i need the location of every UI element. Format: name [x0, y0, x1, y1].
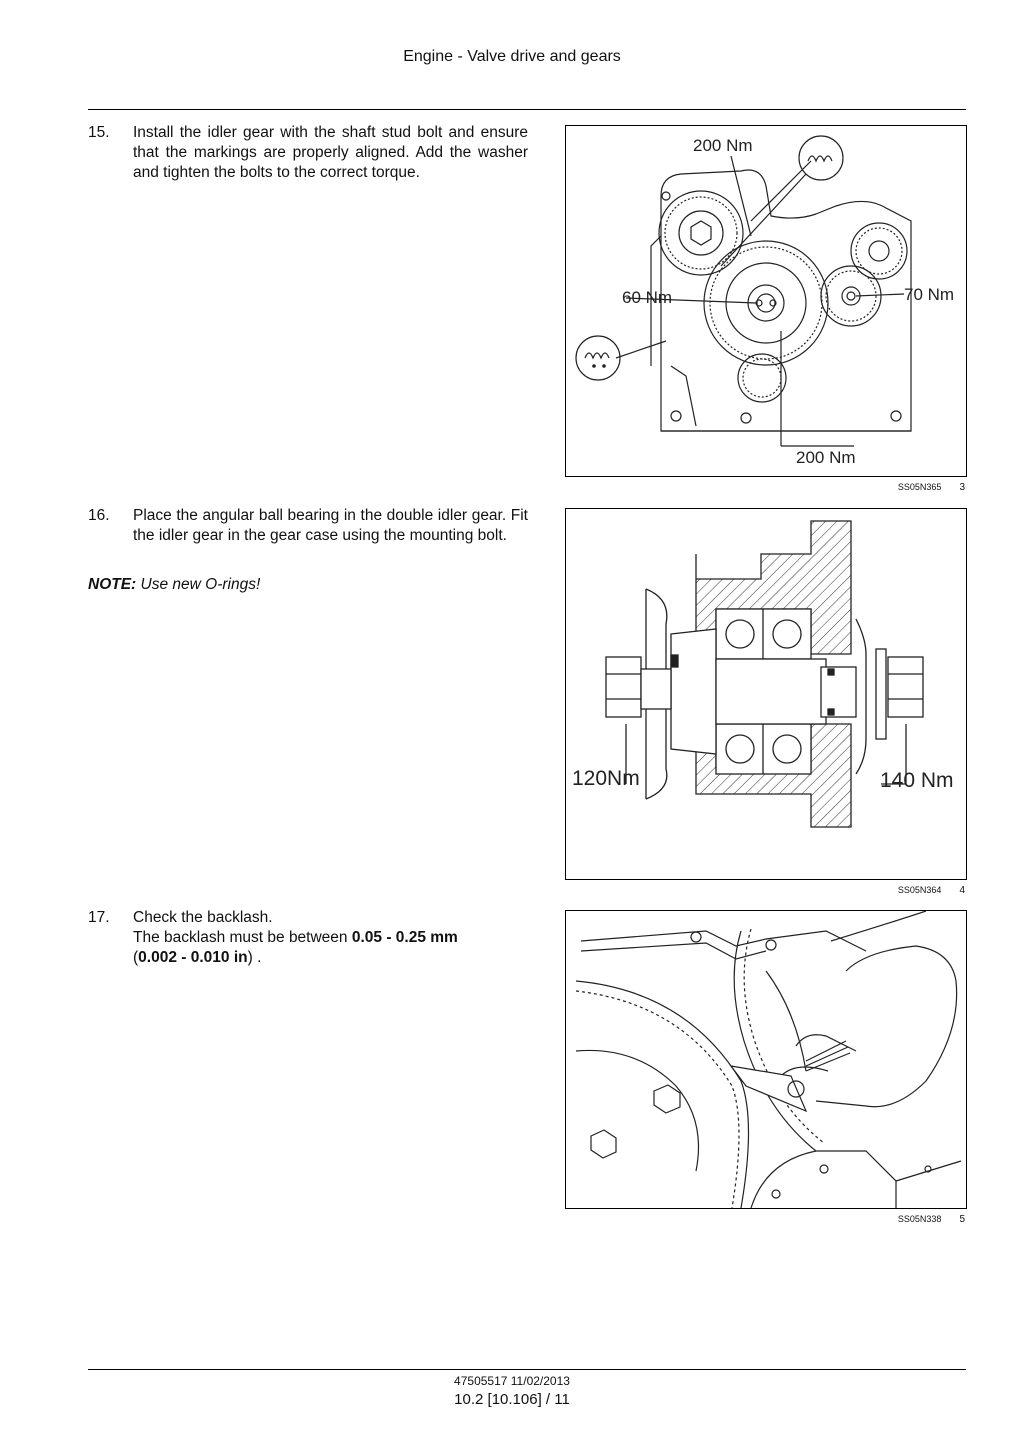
- step-number: 17.: [88, 909, 110, 926]
- figure-number: 3: [959, 482, 965, 493]
- figure-number: 5: [959, 1214, 965, 1225]
- torque-label-right: 140 Nm: [880, 769, 954, 792]
- backlash-mm: 0.05 - 0.25 mm: [351, 929, 458, 946]
- note: NOTE: Use new O-rings!: [88, 576, 260, 594]
- figure-gear-train: 200 Nm 60 Nm 70 Nm 200 Nm: [565, 125, 967, 477]
- torque-label-top: 200 Nm: [693, 136, 753, 155]
- step-16: 16. Place the angular ball bearing in th…: [88, 506, 528, 546]
- step-text: Place the angular ball bearing in the do…: [133, 507, 528, 544]
- figure-code: SS05N365: [897, 482, 942, 492]
- torque-label-left: 60 Nm: [622, 288, 672, 307]
- torque-label-right: 70 Nm: [904, 285, 954, 304]
- footer-page-number: 10.2 [10.106] / 11: [454, 1391, 570, 1408]
- gear-train-illustration: 200 Nm 60 Nm 70 Nm 200 Nm: [575, 135, 954, 467]
- step-17: 17. Check the backlash. The backlash mus…: [88, 908, 528, 968]
- step-line-3: (0.002 - 0.010 in) .: [133, 949, 262, 966]
- header-rule: [88, 109, 966, 110]
- note-label: NOTE:: [88, 576, 137, 593]
- figure-bearing-section: 120Nm 140 Nm: [565, 508, 967, 880]
- step-text: Check the backlash. The backlash must be…: [133, 908, 528, 968]
- torque-label-bottom: 200 Nm: [796, 448, 856, 467]
- step-number: 15.: [88, 124, 110, 141]
- figure-caption-4: SS05N364 4: [565, 885, 965, 896]
- step-number: 16.: [88, 507, 110, 524]
- torque-label-left: 120Nm: [572, 767, 640, 790]
- figure-backlash-check: [565, 910, 967, 1209]
- step-line-2: The backlash must be between 0.05 - 0.25…: [133, 929, 458, 946]
- figure-caption-3: SS05N365 3: [565, 482, 965, 493]
- step-15: 15. Install the idler gear with the shaf…: [88, 123, 528, 183]
- step-line-1: Check the backlash.: [133, 909, 273, 926]
- figure-code: SS05N364: [897, 885, 942, 895]
- note-text: Use new O-rings!: [140, 576, 261, 593]
- backlash-check-illustration: [575, 911, 962, 1208]
- footer-doc-id: 47505517 11/02/2013: [454, 1374, 570, 1388]
- backlash-in: 0.002 - 0.010 in: [138, 949, 248, 966]
- footer-rule: [88, 1369, 966, 1370]
- step-text: Install the idler gear with the shaft st…: [133, 124, 528, 181]
- bearing-section-illustration: 120Nm 140 Nm: [572, 520, 954, 828]
- figure-code: SS05N338: [897, 1214, 942, 1224]
- figure-number: 4: [959, 885, 965, 896]
- page-header-title: Engine - Valve drive and gears: [403, 48, 621, 65]
- figure-caption-5: SS05N338 5: [565, 1214, 965, 1225]
